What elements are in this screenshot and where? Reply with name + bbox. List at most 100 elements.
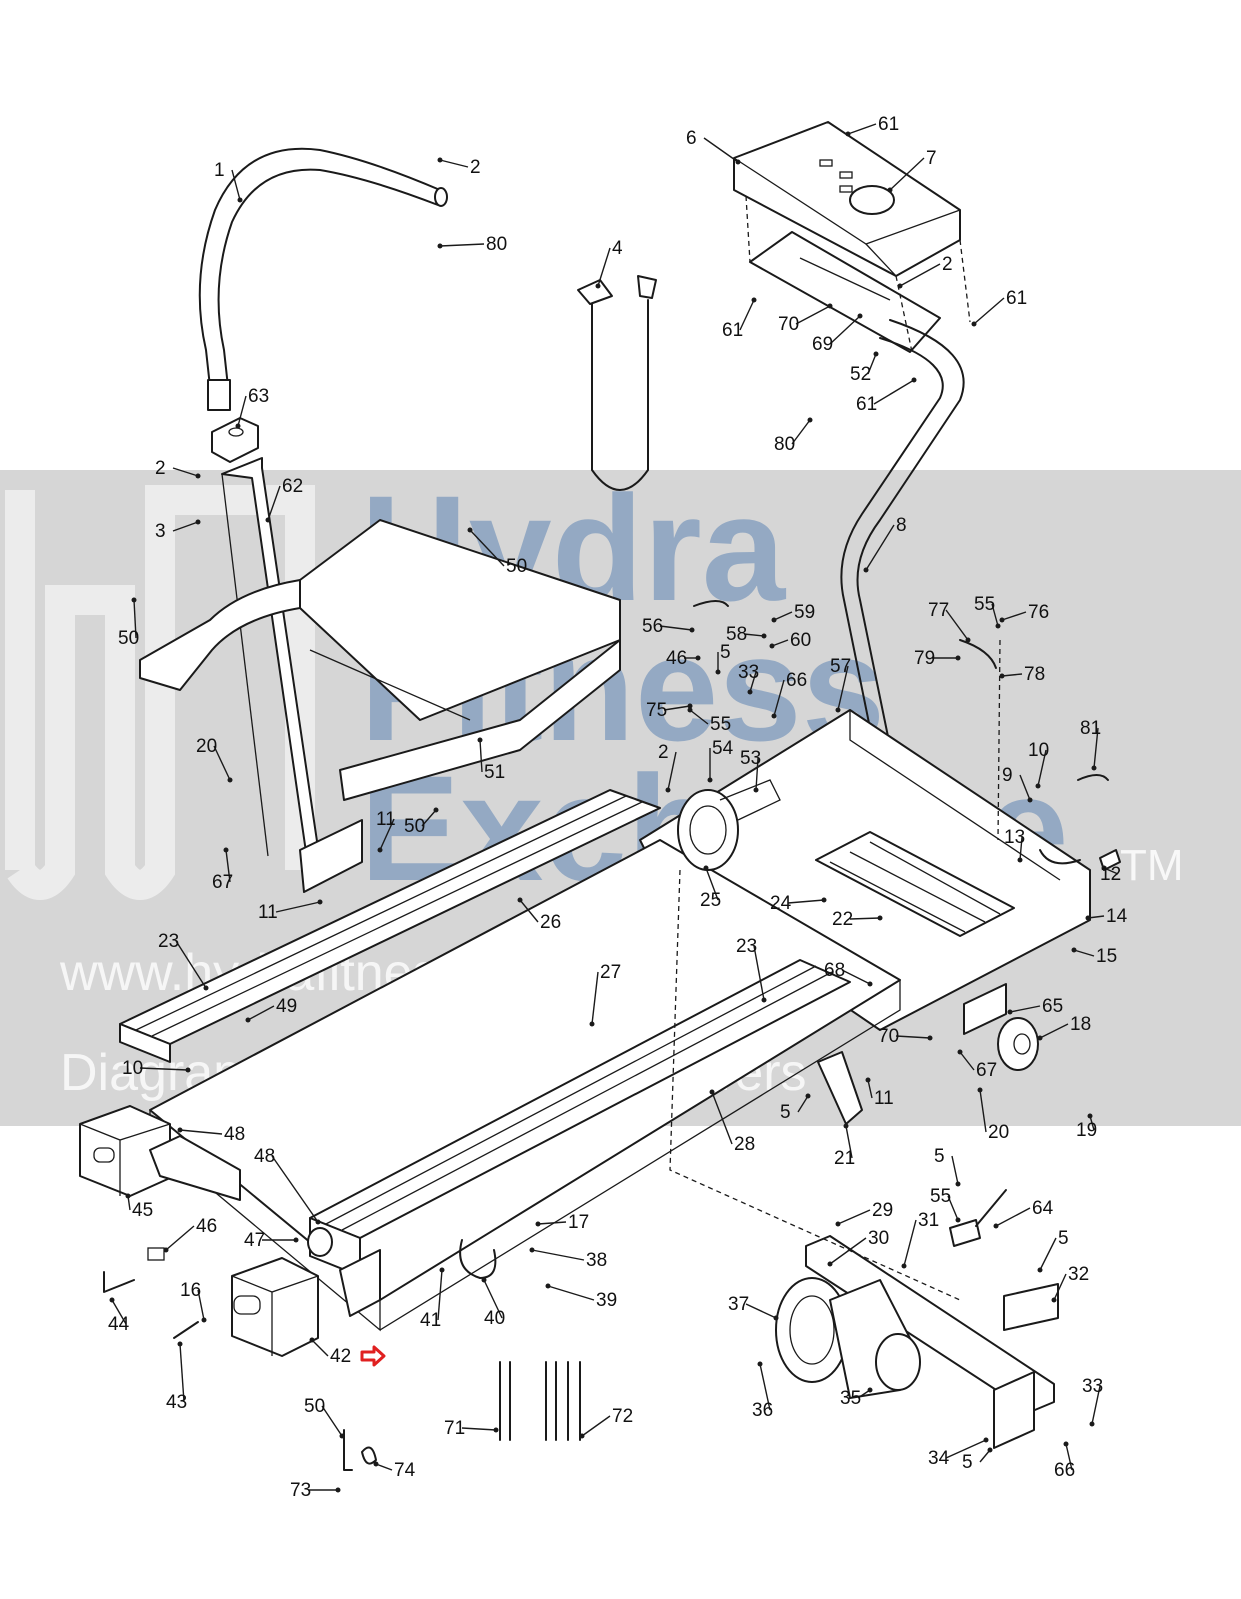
callout-point-80	[437, 243, 443, 249]
callout-point-29	[835, 1221, 841, 1227]
callout-5: 5	[962, 1452, 973, 1473]
part-side-rail-right	[309, 959, 851, 1317]
callout-80: 80	[486, 234, 507, 255]
callout-leader-26	[519, 899, 539, 923]
callout-leader-10	[139, 1067, 189, 1071]
callout-20: 20	[196, 736, 217, 757]
callout-64: 64	[1032, 1198, 1054, 1219]
callout-point-12	[1101, 865, 1107, 871]
callout-point-22	[877, 915, 883, 921]
callout-50: 50	[404, 816, 425, 837]
callout-point-21	[843, 1123, 849, 1129]
callout-point-2	[195, 473, 201, 479]
callout-point-48	[315, 1219, 321, 1225]
callout-point-25	[703, 865, 709, 871]
callout-36: 36	[752, 1400, 773, 1421]
callout-29: 29	[872, 1200, 893, 1221]
callout-point-80	[807, 417, 813, 423]
callout-point-45	[125, 1193, 131, 1199]
callout-leader-58	[743, 633, 765, 637]
callout-point-33	[747, 689, 753, 695]
callout-leader-7	[889, 157, 925, 191]
callout-leader-44	[111, 1299, 127, 1325]
callout-leader-10	[1037, 749, 1047, 787]
callout-point-64	[993, 1223, 999, 1229]
callout-point-1	[237, 197, 243, 203]
callout-point-56	[689, 627, 695, 633]
part-frame	[639, 709, 1091, 1031]
callout-point-4	[595, 283, 601, 289]
callout-41: 41	[420, 1310, 441, 1331]
callout-leader-11	[867, 1079, 873, 1099]
callout-10: 10	[122, 1058, 143, 1079]
callout-leader-18	[1039, 1023, 1069, 1039]
callout-33: 33	[1082, 1376, 1103, 1397]
callout-point-46	[163, 1247, 169, 1253]
callout-leader-29	[837, 1209, 871, 1225]
callout-78: 78	[1024, 664, 1045, 685]
callout-9: 9	[1002, 765, 1013, 786]
callout-11: 11	[874, 1088, 894, 1109]
callout-point-78	[999, 673, 1005, 679]
callout-leader-3	[172, 521, 199, 532]
callout-point-5	[1037, 1267, 1043, 1273]
callout-point-9	[1027, 797, 1033, 803]
callout-point-75	[687, 703, 693, 709]
callout-point-33	[1089, 1421, 1095, 1427]
callout-leader-24	[787, 899, 825, 904]
callout-leader-28	[711, 1091, 733, 1145]
callout-leader-50	[321, 1405, 343, 1437]
callout-13: 13	[1004, 827, 1025, 848]
callout-75: 75	[646, 700, 667, 721]
callout-leader-75	[663, 705, 691, 711]
callout-47: 47	[244, 1230, 265, 1251]
callout-point-69	[857, 313, 863, 319]
callout-46: 46	[196, 1216, 217, 1237]
callout-leader-36	[759, 1363, 771, 1411]
callout-70: 70	[878, 1026, 899, 1047]
callout-19: 19	[1076, 1120, 1097, 1141]
callout-leader-15	[1073, 949, 1095, 957]
callout-leader-68	[841, 969, 871, 985]
callout-point-11	[317, 899, 323, 905]
callout-leader-9	[1019, 774, 1031, 801]
callout-5: 5	[780, 1102, 791, 1123]
callout-leader-76	[1001, 611, 1027, 621]
callout-leader-55	[991, 603, 999, 627]
callout-point-49	[245, 1017, 251, 1023]
part-end-cap-42	[231, 1257, 319, 1357]
callout-17: 17	[568, 1212, 589, 1233]
callout-6: 6	[686, 128, 697, 149]
callout-55: 55	[710, 714, 731, 735]
callout-point-42	[309, 1337, 315, 1343]
callout-leader-2	[439, 159, 469, 168]
callout-leader-30	[829, 1237, 867, 1265]
callout-point-59	[771, 617, 777, 623]
callout-point-51	[477, 737, 483, 743]
callout-point-63	[235, 423, 241, 429]
callout-leader-4	[597, 247, 611, 287]
callout-leader-34	[945, 1439, 987, 1459]
callout-16: 16	[180, 1280, 201, 1301]
callout-leader-74	[375, 1463, 393, 1471]
callout-leader-32	[1053, 1273, 1067, 1301]
callout-leader-63	[237, 395, 247, 427]
callout-point-7	[887, 187, 893, 193]
callout-11: 11	[258, 902, 278, 923]
callout-leader-65	[1009, 1005, 1041, 1013]
callout-point-43	[177, 1341, 183, 1347]
callout-55: 55	[930, 1186, 951, 1207]
callout-leader-48	[179, 1129, 223, 1135]
callout-leader-5	[797, 1095, 809, 1113]
part-front-roller	[677, 779, 781, 871]
callout-leader-11	[379, 818, 395, 851]
callout-point-5	[715, 669, 721, 675]
callout-leader-50	[421, 809, 437, 827]
callout-33: 33	[738, 662, 759, 683]
callout-point-70	[927, 1035, 933, 1041]
callout-68: 68	[824, 960, 845, 981]
callout-leader-61	[847, 123, 877, 135]
callout-leader-55	[947, 1195, 959, 1221]
callout-48: 48	[254, 1146, 275, 1167]
callout-76: 76	[1028, 602, 1049, 623]
